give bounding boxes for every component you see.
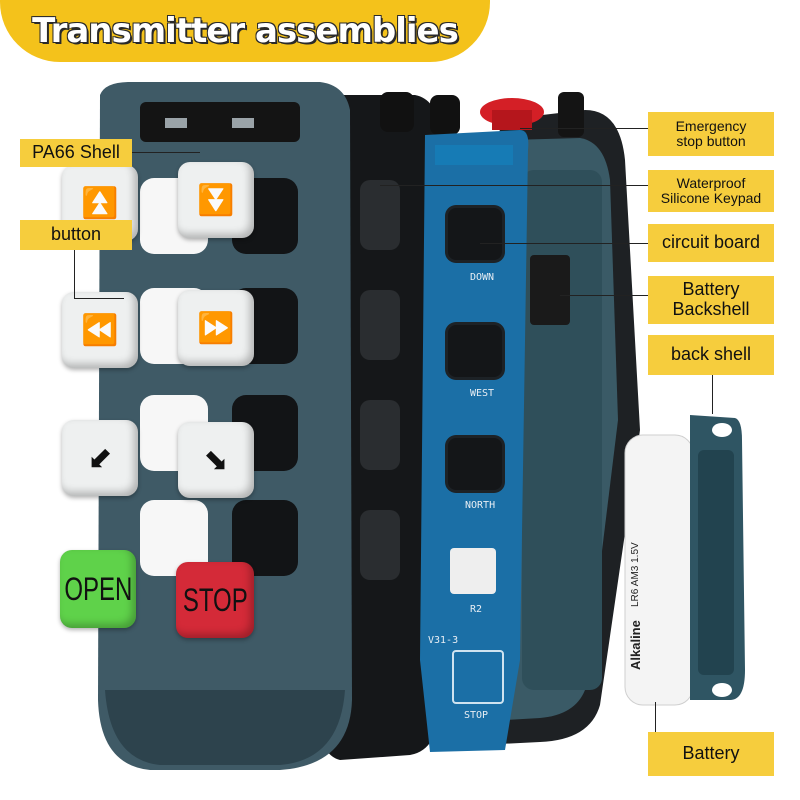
pcb-top-strip	[435, 145, 513, 165]
battery-brand: Alkaline	[628, 620, 643, 670]
right-arrow-key[interactable]: ⏩	[178, 290, 254, 366]
shell-bottom-shade	[105, 690, 345, 765]
left-arrow-key[interactable]: ⏪	[62, 292, 138, 368]
double-right-arrow-icon: ⏩	[197, 311, 235, 345]
battery-print: Alkaline LR6 AM3 1.5V	[628, 520, 690, 670]
keypad-bump	[360, 290, 400, 360]
label-pa66-shell: PA66 Shell	[20, 139, 132, 167]
label-emergency-stop: Emergency stop button	[648, 112, 774, 156]
pcb-label-north: NORTH	[465, 500, 496, 511]
pcb-button	[448, 325, 502, 377]
label-text: Backshell	[672, 299, 750, 319]
pcb-button	[448, 208, 502, 260]
battery-type: LR6	[630, 589, 641, 608]
label-battery-backshell: Battery Backshell	[648, 276, 774, 324]
battery-size: AM3	[630, 565, 641, 587]
cover-screw-hole	[712, 683, 732, 697]
led-right	[232, 118, 254, 128]
led-left	[165, 118, 187, 128]
label-circuit-board: circuit board	[648, 224, 774, 262]
pcb-label-code: V31-3	[428, 635, 459, 646]
battery-cover-inner	[698, 450, 734, 675]
battery-holder	[530, 255, 570, 325]
back-shell-clip	[558, 92, 584, 137]
label-text: Emergency	[675, 117, 747, 134]
label-text: PA66 Shell	[32, 142, 120, 163]
double-up-arrow-icon: ⏫	[81, 186, 119, 220]
battery-backshell-area	[522, 170, 602, 690]
stop-key-label: STOP	[182, 581, 248, 618]
keypad-top-clip	[430, 95, 460, 135]
cover-screw-hole	[712, 423, 732, 437]
double-left-arrow-icon: ⏪	[81, 313, 119, 347]
stop-key[interactable]: STOP	[176, 562, 254, 638]
page-title: Transmitter assemblies	[32, 11, 459, 51]
label-text: Silicone Keypad	[660, 190, 762, 206]
led-window	[140, 102, 300, 142]
diagonal-arrow-icon: ⬋	[87, 441, 113, 475]
emergency-stop-stem	[492, 110, 532, 130]
label-text: Battery	[682, 743, 740, 764]
label-text: circuit board	[661, 232, 761, 253]
pcb-label-west: WEST	[470, 388, 495, 399]
pcb-label-r2: R2	[470, 604, 483, 615]
leader-line	[655, 702, 656, 732]
pcb-switch	[450, 548, 496, 594]
keypad-bump	[360, 180, 400, 250]
leader-line	[130, 152, 200, 153]
label-text: Battery	[682, 279, 740, 300]
pcb-label-down: DOWN	[470, 272, 495, 283]
leader-line	[480, 243, 648, 244]
down-arrow-key[interactable]: ⏬	[178, 162, 254, 238]
pcb-button	[448, 438, 502, 490]
leader-line	[74, 298, 124, 299]
label-battery: Battery	[648, 732, 774, 776]
label-text: button	[50, 224, 102, 245]
label-text: stop button	[676, 133, 746, 149]
leader-line	[712, 374, 713, 414]
pcb-label-stop: STOP	[464, 710, 489, 721]
open-key[interactable]: OPEN	[60, 550, 136, 628]
battery-voltage: 1.5V	[630, 542, 641, 563]
leader-line	[380, 185, 648, 186]
keypad-bump	[360, 400, 400, 470]
keypad-top-clip	[380, 92, 414, 132]
label-waterproof-keypad: Waterproof Silicone Keypad	[648, 170, 774, 212]
label-text: back shell	[670, 344, 752, 365]
diagonal-left-key[interactable]: ⬋	[62, 420, 138, 496]
open-key-label: OPEN	[63, 570, 133, 607]
leader-line	[560, 295, 648, 296]
diagonal-right-key[interactable]: ⬊	[178, 422, 254, 498]
title-banner: Transmitter assemblies	[0, 0, 490, 62]
pcb-stop-pad	[452, 650, 504, 704]
leader-line	[74, 248, 75, 298]
diagonal-arrow-icon: ⬊	[203, 443, 229, 477]
down-arrow-icon: ⏬	[197, 183, 235, 217]
label-button: button	[20, 220, 132, 250]
leader-line	[520, 128, 648, 129]
label-back-shell: back shell	[648, 335, 774, 375]
keypad-bump	[360, 510, 400, 580]
label-text: Waterproof	[676, 174, 746, 191]
